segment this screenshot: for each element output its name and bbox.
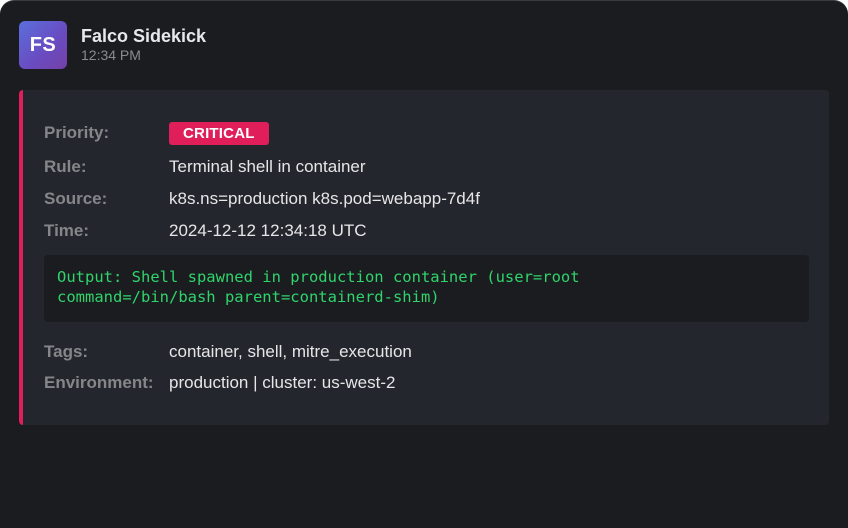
output-code-block: Output: Shell spawned in production cont… [44,255,809,322]
field-label: Priority: [44,123,110,142]
field-label: Source: [44,189,108,208]
field-label: Time: [44,221,90,240]
field-label: Environment: [44,373,154,392]
field-tags: Tags: container, shell, mitre_execution [44,340,412,364]
field-label: Rule: [44,157,87,176]
alert-attachment: Priority: CRITICAL Rule: Terminal shell … [19,90,829,425]
field-value: 2024-12-12 12:34:18 UTC [169,221,367,240]
message-timestamp[interactable]: 12:34 PM [81,47,141,63]
field-source: Source: k8s.ns=production k8s.pod=webapp… [44,187,480,211]
field-priority: Priority: CRITICAL [44,121,269,145]
field-label: Tags: [44,342,89,361]
field-value: Terminal shell in container [169,157,366,176]
field-time: Time: 2024-12-12 12:34:18 UTC [44,219,367,243]
field-environment: Environment: production | cluster: us-we… [44,371,395,395]
priority-badge: CRITICAL [169,121,269,145]
avatar[interactable]: FS [19,21,67,69]
sender-name[interactable]: Falco Sidekick [81,26,207,46]
field-rule: Rule: Terminal shell in container [44,155,366,179]
field-value: production | cluster: us-west-2 [169,373,396,392]
field-value: k8s.ns=production k8s.pod=webapp-7d4f [169,189,480,208]
field-value: container, shell, mitre_execution [169,342,412,361]
message-header: FS Falco Sidekick 12:34 PM [19,21,206,69]
message-meta: Falco Sidekick 12:34 PM [81,25,206,63]
